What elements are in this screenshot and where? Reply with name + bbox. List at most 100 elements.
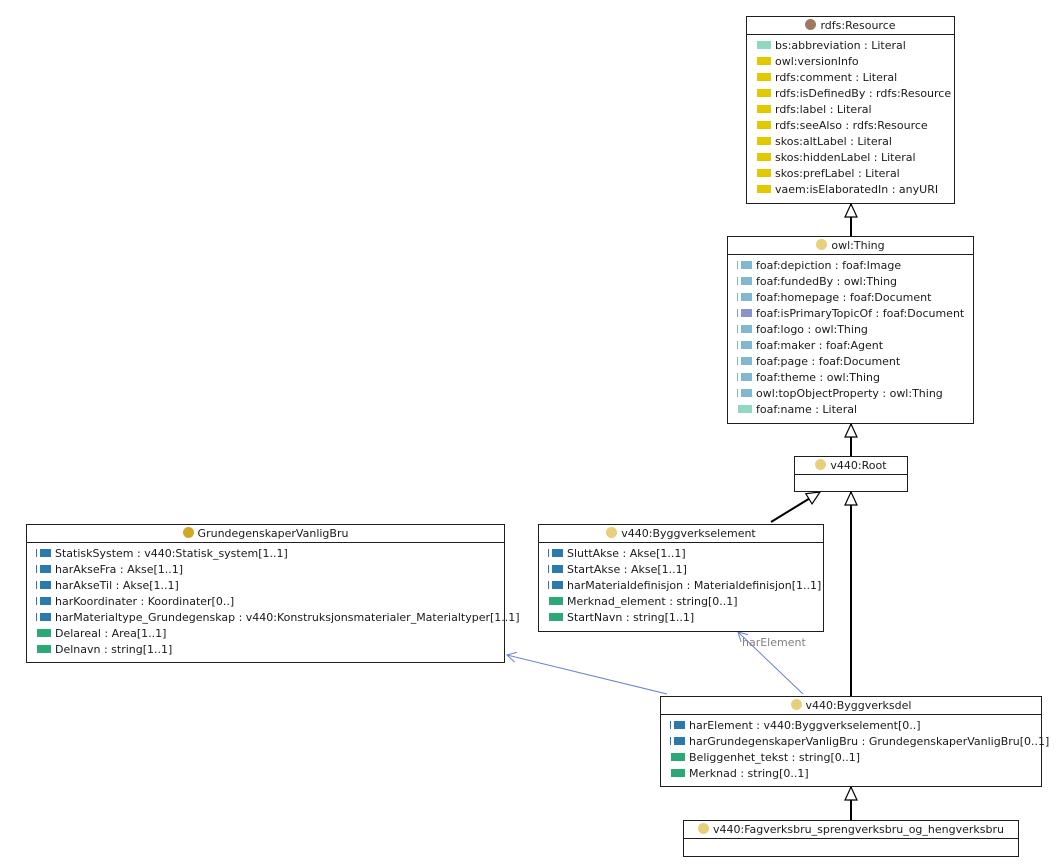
annotation-property-icon (757, 137, 771, 145)
attribute-label: foaf:page : foaf:Document (756, 355, 901, 368)
attribute-row: harAkseFra : Akse[1..1] (37, 562, 504, 578)
annotation-property-icon (757, 89, 771, 97)
attribute-row: Merknad : string[0..1] (671, 766, 1041, 782)
annotation-property-icon (757, 121, 771, 129)
object-property-icon (738, 357, 752, 365)
object-property-icon (549, 549, 563, 557)
attribute-row: rdfs:label : Literal (757, 102, 954, 118)
attribute-label: Delnavn : string[1..1] (55, 643, 173, 656)
attribute-label: harElement : v440:Byggverkselement[0..] (689, 719, 921, 732)
harElement-edge-label: harElement (742, 636, 806, 649)
class-header: v440:Root (795, 457, 907, 475)
attribute-row: skos:hiddenLabel : Literal (757, 150, 954, 166)
object-property-icon (738, 389, 752, 397)
annotation-property-icon (757, 57, 771, 65)
attribute-label: skos:hiddenLabel : Literal (775, 151, 916, 164)
attribute-row: harGrundegenskaperVanligBru : Grundegens… (671, 734, 1049, 750)
attribute-label: Merknad_element : string[0..1] (567, 595, 738, 608)
annotation-property-icon (738, 405, 752, 413)
attribute-row: skos:altLabel : Literal (757, 134, 954, 150)
attribute-row: bs:abbreviation : Literal (757, 38, 954, 54)
annotation-property-icon (757, 105, 771, 113)
datatype-property-icon (549, 597, 563, 605)
attribute-row: Delnavn : string[1..1] (37, 642, 504, 658)
attribute-list: SluttAkse : Akse[1..1] StartAkse : Akse[… (539, 543, 823, 626)
datatype-property-icon (549, 613, 563, 621)
class-owl-thing[interactable]: owl:Thing foaf:depiction : foaf:Image fo… (727, 236, 974, 424)
attribute-label: StartNavn : string[1..1] (567, 611, 695, 624)
attribute-label: harGrundegenskaperVanligBru : Grundegens… (689, 735, 1050, 748)
attribute-label: foaf:homepage : foaf:Document (756, 291, 932, 304)
attribute-label: vaem:isElaboratedIn : anyURI (775, 183, 939, 196)
attribute-label: foaf:isPrimaryTopicOf : foaf:Document (756, 307, 965, 320)
attribute-row: harKoordinater : Koordinater[0..] (37, 594, 504, 610)
association-harGrundegenskaper (505, 651, 668, 695)
attribute-list: harElement : v440:Byggverkselement[0..] … (661, 715, 1049, 782)
attribute-label: foaf:depiction : foaf:Image (756, 259, 902, 272)
attribute-list: foaf:depiction : foaf:Image foaf:fundedB… (728, 255, 973, 418)
attribute-row: StatiskSystem : v440:Statisk_system[1..1… (37, 546, 504, 562)
class-title: rdfs:Resource (820, 19, 896, 32)
object-property-icon (738, 277, 752, 285)
attribute-row: foaf:maker : foaf:Agent (738, 338, 973, 354)
attribute-label: foaf:logo : owl:Thing (756, 323, 868, 336)
object-property-icon (738, 325, 752, 333)
attribute-label: foaf:name : Literal (756, 403, 858, 416)
class-header: rdfs:Resource (747, 17, 954, 35)
class-v440-root[interactable]: v440:Root (794, 456, 908, 492)
class-v440-byggverkselement[interactable]: v440:Byggverkselement SluttAkse : Akse[1… (538, 524, 824, 632)
attribute-row: owl:versionInfo (757, 54, 954, 70)
class-header: v440:Byggverkselement (539, 525, 823, 543)
attribute-row: foaf:fundedBy : owl:Thing (738, 274, 973, 290)
class-icon (790, 699, 802, 710)
attribute-label: harMaterialdefinisjon : Materialdefinisj… (567, 579, 822, 592)
attribute-label: harMaterialtype_Grundegenskap : v440:Kon… (55, 611, 520, 624)
object-property-icon (738, 261, 752, 269)
class-title: GrundegenskaperVanligBru (197, 527, 349, 540)
class-v440-byggverksdel[interactable]: v440:Byggverksdel harElement : v440:Bygg… (660, 696, 1049, 787)
class-icon (815, 459, 827, 470)
attribute-row: StartAkse : Akse[1..1] (549, 562, 823, 578)
attribute-row: foaf:isPrimaryTopicOf : foaf:Document (738, 306, 973, 322)
class-header: GrundegenskaperVanligBru (27, 525, 504, 543)
association-harElement (737, 631, 804, 695)
class-icon (606, 527, 618, 538)
attribute-row: foaf:name : Literal (738, 402, 973, 418)
attribute-row: foaf:depiction : foaf:Image (738, 258, 973, 274)
attribute-row: owl:topObjectProperty : owl:Thing (738, 386, 973, 402)
attribute-row: rdfs:seeAlso : rdfs:Resource (757, 118, 954, 134)
attribute-row: StartNavn : string[1..1] (549, 610, 823, 626)
class-title: v440:Byggverkselement (621, 527, 756, 540)
attribute-label: skos:prefLabel : Literal (775, 167, 900, 180)
class-grundegenskaper-vanlig-bru[interactable]: GrundegenskaperVanligBru StatiskSystem :… (26, 524, 520, 663)
datatype-property-icon (37, 645, 51, 653)
attribute-row: harElement : v440:Byggverkselement[0..] (671, 718, 1041, 734)
attribute-label: SluttAkse : Akse[1..1] (567, 547, 686, 560)
object-property-icon (738, 341, 752, 349)
attribute-label: bs:abbreviation : Literal (775, 39, 906, 52)
attribute-row: rdfs:isDefinedBy : rdfs:Resource (757, 86, 954, 102)
attribute-row: Beliggenhet_tekst : string[0..1] (671, 750, 1041, 766)
attribute-label: foaf:fundedBy : owl:Thing (756, 275, 898, 288)
class-icon (816, 239, 828, 250)
class-header: owl:Thing (728, 237, 973, 255)
attribute-label: Beliggenhet_tekst : string[0..1] (689, 751, 861, 764)
attribute-list: StatiskSystem : v440:Statisk_system[1..1… (27, 543, 520, 658)
class-rdfs-resource[interactable]: rdfs:Resource bs:abbreviation : Literal … (746, 16, 955, 204)
object-property-icon (37, 597, 51, 605)
class-title: v440:Byggverksdel (805, 699, 912, 712)
attribute-label: Merknad : string[0..1] (689, 767, 809, 780)
class-header: v440:Fagverksbru_sprengverksbru_og_hengv… (684, 821, 1018, 839)
annotation-property-icon (757, 153, 771, 161)
annotation-property-icon (757, 185, 771, 193)
object-property-icon (549, 581, 563, 589)
datatype-property-icon (37, 629, 51, 637)
annotation-property-icon (757, 169, 771, 177)
object-property-icon (37, 565, 51, 573)
attribute-row: harMaterialdefinisjon : Materialdefinisj… (549, 578, 823, 594)
class-title: v440:Fagverksbru_sprengverksbru_og_hengv… (712, 823, 1004, 836)
generalization-byggverkselement-root (770, 491, 822, 523)
annotation-property-icon (757, 41, 771, 49)
class-v440-fagverksbru[interactable]: v440:Fagverksbru_sprengverksbru_og_hengv… (683, 820, 1019, 857)
